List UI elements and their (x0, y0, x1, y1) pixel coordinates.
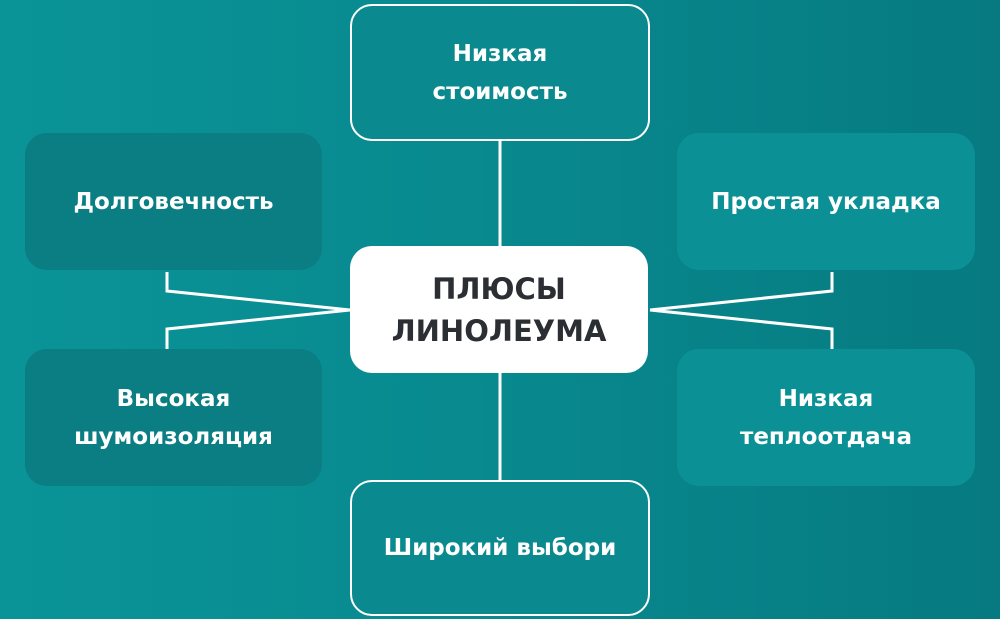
node-text: теплоотдача (739, 423, 912, 450)
node-text: Низкая (452, 40, 548, 67)
node-text: шумоизоляция (74, 423, 273, 450)
node-text: Простая укладка (711, 189, 941, 215)
center-node: ПЛЮСЫ ЛИНОЛЕУМА (350, 246, 648, 373)
connector-left-bottom (165, 308, 351, 349)
node-text: Широкий выбори (383, 535, 617, 561)
center-title: ПЛЮСЫ (432, 271, 566, 306)
center-title: ЛИНОЛЕУМА (391, 313, 607, 348)
node-durability: Долговечность (25, 133, 322, 270)
connector-right-bottom (649, 308, 834, 349)
node-text: Низкая (778, 385, 874, 412)
node-low-heat-loss: Низкая теплоотдача (677, 349, 975, 486)
node-low-cost: Низкая стоимость (350, 4, 650, 141)
node-wide-choice: Широкий выбори (350, 480, 650, 616)
node-text: Высокая (116, 385, 231, 412)
node-easy-installation: Простая укладка (677, 133, 975, 270)
connector-right-top (649, 272, 834, 312)
node-text: Долговечность (73, 189, 274, 215)
node-sound-insulation: Высокая шумоизоляция (25, 349, 322, 486)
node-text: стоимость (432, 78, 568, 105)
connector-left-top (165, 272, 351, 312)
